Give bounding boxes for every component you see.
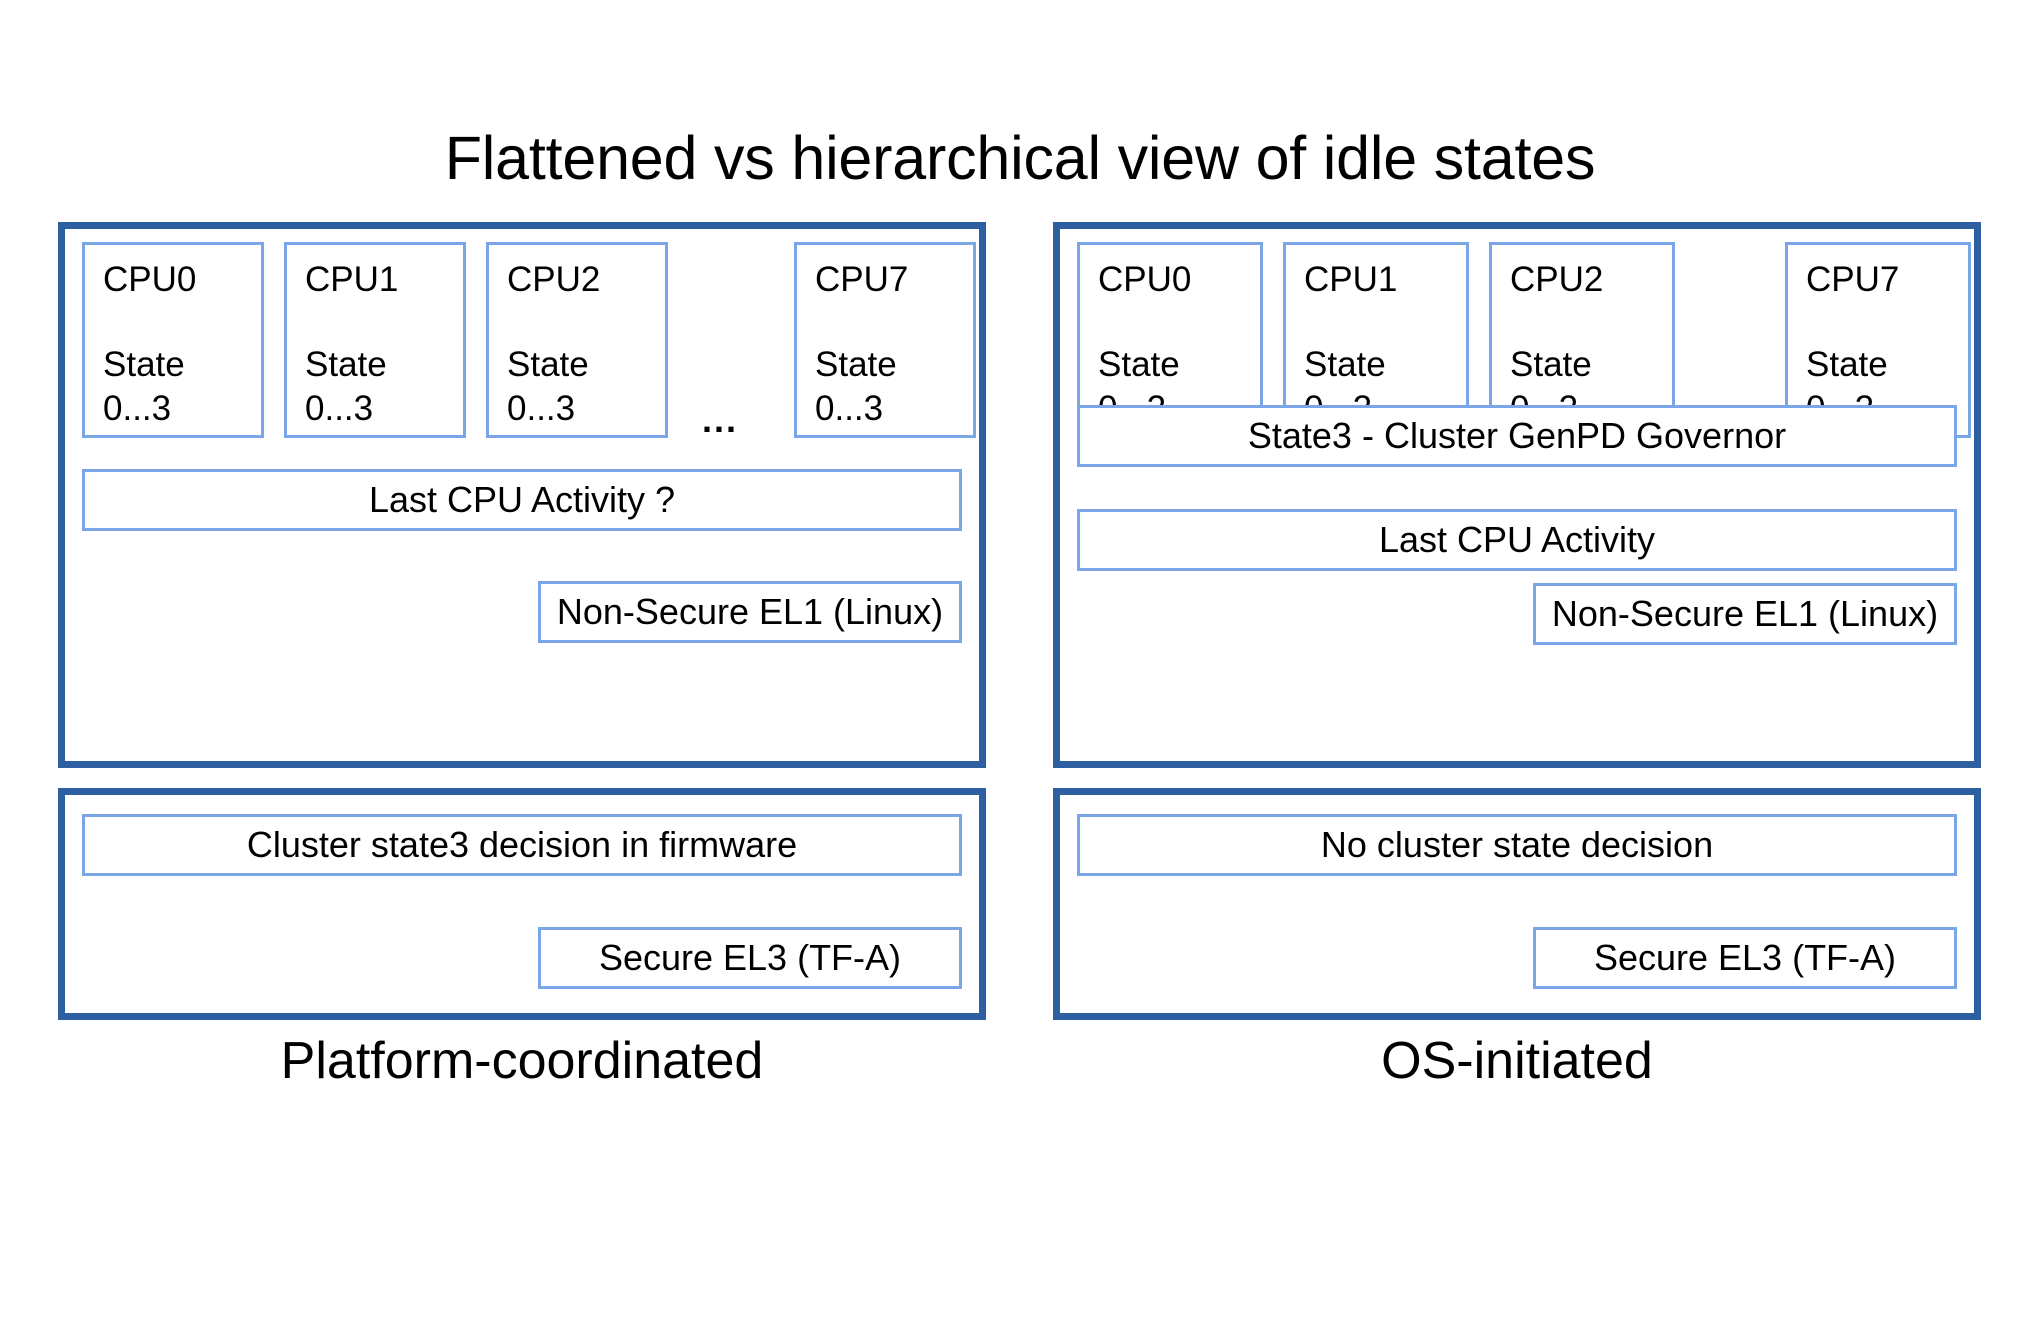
right-cluster-decision-bar[interactable]: No cluster state decision — [1077, 814, 1957, 876]
cpu-state-label: State — [103, 345, 185, 384]
cpu-state-label: State — [1098, 345, 1180, 384]
platform-coordinated-column: CPU0 State 0...3 CPU1 State 0...3 CPU2 S… — [58, 222, 986, 1020]
left-os-layer-panel: CPU0 State 0...3 CPU1 State 0...3 CPU2 S… — [58, 222, 986, 768]
os-initiated-column: CPU0 State 0...2 CPU1 State 0...2 CPU2 S… — [1053, 222, 1981, 1020]
right-firmware-layer-panel: No cluster state decision Secure EL3 (TF… — [1053, 788, 1981, 1020]
cpu-name: CPU0 — [103, 260, 197, 299]
left-cpu-ellipsis: ... — [702, 399, 739, 440]
cpu-state: State 0...3 — [507, 343, 589, 431]
cpu-state-range: 0...3 — [305, 389, 374, 428]
cpu-state-range: 0...3 — [103, 389, 172, 428]
cpu-name: CPU2 — [507, 260, 601, 299]
left-cpu-row: CPU0 State 0...3 CPU1 State 0...3 CPU2 S… — [82, 242, 976, 440]
left-cpu-box-7[interactable]: CPU7 State 0...3 — [794, 242, 976, 438]
right-secure-el3-badge: Secure EL3 (TF-A) — [1533, 927, 1957, 989]
cpu-state-range: 0...3 — [815, 389, 884, 428]
left-cpu-box-1[interactable]: CPU1 State 0...3 — [284, 242, 466, 438]
cpu-state-label: State — [305, 345, 387, 384]
left-column-caption: Platform-coordinated — [280, 1032, 764, 1090]
cpu-name: CPU2 — [1510, 260, 1604, 299]
left-secure-el3-badge: Secure EL3 (TF-A) — [538, 927, 962, 989]
cpu-name: CPU0 — [1098, 260, 1192, 299]
cpu-state-range: 0...3 — [507, 389, 576, 428]
page-title: Flattened vs hierarchical view of idle s… — [444, 124, 1596, 192]
cpu-state: State 0...3 — [305, 343, 387, 431]
cpu-state-label: State — [1806, 345, 1888, 384]
right-non-secure-el1-badge: Non-Secure EL1 (Linux) — [1533, 583, 1957, 645]
left-non-secure-el1-badge: Non-Secure EL1 (Linux) — [538, 581, 962, 643]
cpu-state-label: State — [507, 345, 589, 384]
left-firmware-layer-panel: Cluster state3 decision in firmware Secu… — [58, 788, 986, 1020]
cpu-name: CPU7 — [815, 260, 909, 299]
left-cpu-box-0[interactable]: CPU0 State 0...3 — [82, 242, 264, 438]
left-cluster-decision-bar[interactable]: Cluster state3 decision in firmware — [82, 814, 962, 876]
cpu-name: CPU1 — [1304, 260, 1398, 299]
left-last-cpu-activity-bar[interactable]: Last CPU Activity ? — [82, 469, 962, 531]
cpu-state: State 0...3 — [103, 343, 185, 431]
right-last-cpu-activity-bar[interactable]: Last CPU Activity — [1077, 509, 1957, 571]
left-cpu-box-2[interactable]: CPU2 State 0...3 — [486, 242, 668, 438]
cpu-state-label: State — [1304, 345, 1386, 384]
right-os-layer-panel: CPU0 State 0...2 CPU1 State 0...2 CPU2 S… — [1053, 222, 1981, 768]
cpu-state: State 0...3 — [815, 343, 897, 431]
right-column-caption: OS-initiated — [1381, 1032, 1653, 1090]
right-cluster-genpd-governor-bar[interactable]: State3 - Cluster GenPD Governor — [1077, 405, 1957, 467]
cpu-name: CPU7 — [1806, 260, 1900, 299]
cpu-state-label: State — [815, 345, 897, 384]
cpu-name: CPU1 — [305, 260, 399, 299]
cpu-state-label: State — [1510, 345, 1592, 384]
